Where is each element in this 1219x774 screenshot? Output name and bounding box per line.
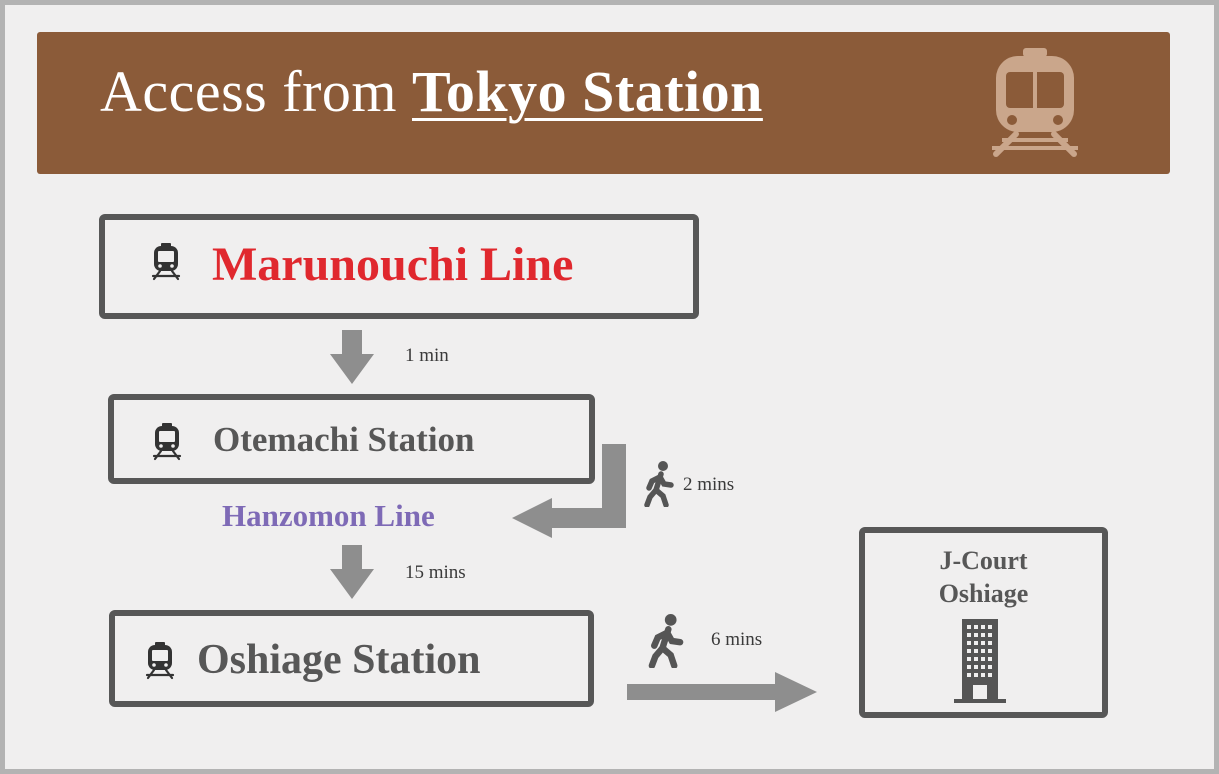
train-icon: [151, 243, 181, 281]
oshiage-station-label: Oshiage Station: [197, 637, 481, 683]
building-icon: [954, 619, 1006, 703]
train-icon: [992, 48, 1078, 157]
ride1-duration: 1 min: [405, 345, 449, 366]
destination-name-line1: J-Court: [939, 546, 1028, 575]
train-icon: [145, 642, 175, 680]
marunouchi-line-label: Marunouchi Line: [212, 238, 574, 291]
arrow-transfer-icon: [512, 444, 626, 538]
marunouchi-line-box: [99, 214, 699, 319]
ride2-duration: 15 mins: [405, 562, 466, 583]
page-title: Access from Tokyo Station: [100, 42, 763, 142]
walking-person-icon: [648, 614, 684, 668]
oshiage-station-box: [109, 610, 594, 707]
otemachi-station-box: [108, 394, 595, 484]
hanzomon-line-label: Hanzomon Line: [222, 498, 435, 533]
title-emphasis: Tokyo Station: [412, 59, 763, 124]
otemachi-station-label: Otemachi Station: [213, 420, 475, 459]
train-icon: [152, 423, 182, 461]
destination-name-line2: Oshiage: [938, 579, 1029, 608]
arrow-down-icon: [330, 330, 374, 384]
arrow-down-icon: [330, 545, 374, 599]
title-prefix: Access from: [100, 59, 413, 124]
walk-transfer-duration: 2 mins: [683, 474, 735, 495]
walk-final-duration: 6 mins: [711, 629, 763, 650]
arrow-right-icon: [627, 672, 817, 712]
walking-person-icon: [644, 461, 674, 507]
title-banner: [37, 32, 1170, 174]
